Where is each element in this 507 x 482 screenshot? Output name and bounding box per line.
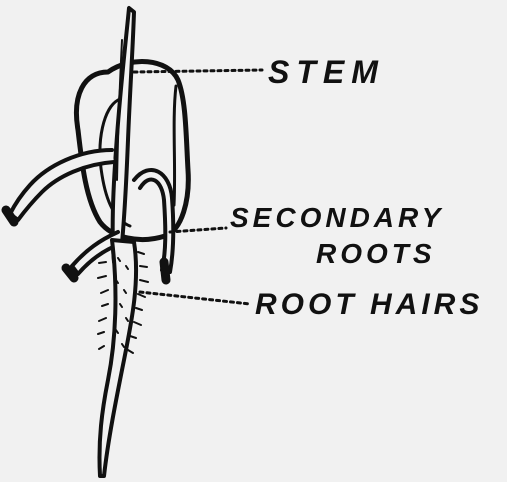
secondary-roots-label-line1: SECONDARY <box>230 204 444 232</box>
right-secondary-root <box>134 170 173 280</box>
secondary-roots-label-line2: ROOTS <box>316 240 436 268</box>
left-secondary-root <box>6 150 114 222</box>
stem-label: STEM <box>268 56 385 88</box>
root-hairs-leader <box>140 292 250 304</box>
leader-lines <box>134 70 262 304</box>
secondary-roots-leader <box>170 228 226 232</box>
stem-shape <box>113 8 134 262</box>
root-hairs-label: ROOT HAIRS <box>255 290 483 320</box>
stem-leader <box>134 70 262 72</box>
